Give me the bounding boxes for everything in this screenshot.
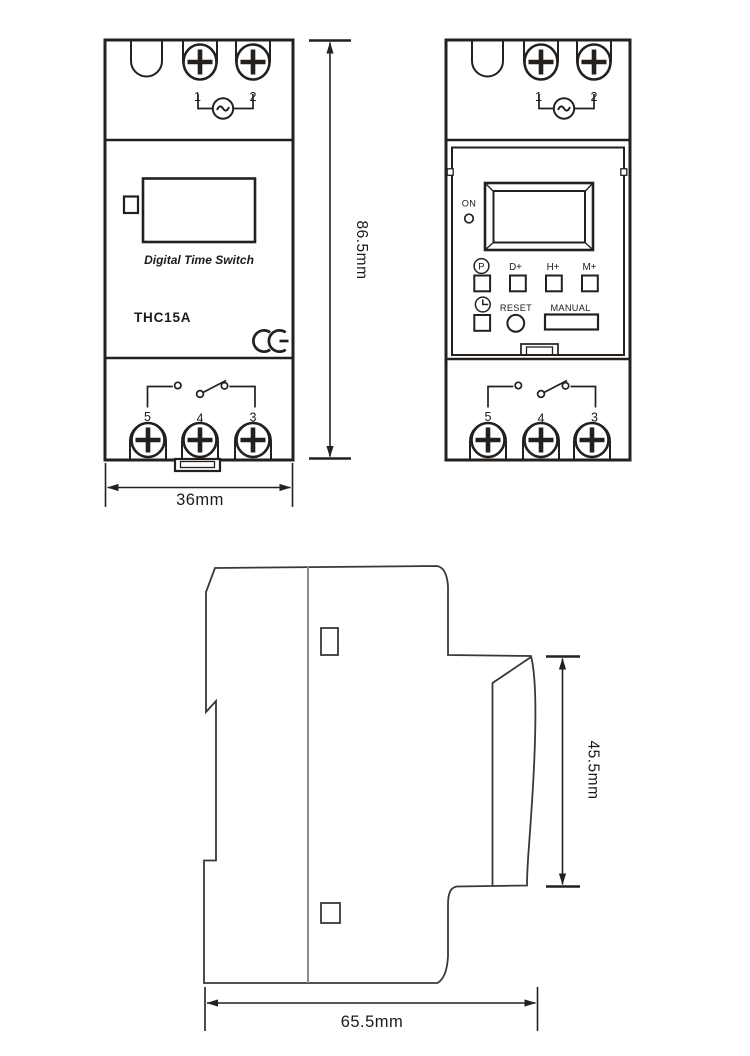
contact-point bbox=[536, 389, 546, 399]
relay-switch-symbol bbox=[146, 379, 256, 408]
arrow-down-icon bbox=[326, 446, 334, 458]
manual-button bbox=[543, 313, 600, 331]
dim-label-front-height: 86.5mm bbox=[353, 221, 370, 280]
day-button bbox=[509, 274, 527, 293]
contact-lead-3 bbox=[570, 385, 597, 408]
screw-cross-icon bbox=[240, 49, 266, 75]
arrow-right-icon bbox=[279, 483, 291, 492]
ac-tilde-icon bbox=[216, 105, 230, 112]
ac-tilde-icon bbox=[557, 105, 571, 112]
dim-label-side-height: 45.5mm bbox=[585, 741, 602, 800]
screw-cross-icon bbox=[528, 427, 554, 453]
front-view-right: 1 2 ON P D+ H+ M+ RESET MANUAL bbox=[444, 38, 632, 462]
arrow-up-icon bbox=[326, 42, 334, 54]
screw-cross-icon bbox=[135, 427, 161, 453]
screw-cross-icon bbox=[475, 427, 501, 453]
hour-button bbox=[545, 274, 563, 293]
lcd-bevel-lines bbox=[485, 183, 593, 250]
dimension-side-depth: 65.5mm bbox=[204, 987, 539, 1031]
clock-button bbox=[473, 314, 492, 332]
vent-slot-upper bbox=[320, 627, 339, 656]
din-clip-notch bbox=[130, 41, 163, 78]
panel-clip-tab-inner bbox=[525, 346, 554, 356]
program-label-circle bbox=[473, 257, 490, 275]
terminal-label-3: 3 bbox=[250, 411, 257, 425]
supply-wire-right bbox=[233, 94, 254, 110]
product-title: Digital Time Switch bbox=[144, 253, 254, 267]
hour-label: H+ bbox=[547, 262, 560, 273]
terminal-label-4: 4 bbox=[197, 412, 204, 426]
dimension-side-height: 45.5mm bbox=[546, 655, 602, 888]
housing-outline bbox=[203, 565, 537, 984]
arrow-down-icon bbox=[558, 873, 567, 885]
clock-icon bbox=[474, 296, 491, 313]
front-view-left: 1 2 Digital Time Switch THC15A 5 4 3 bbox=[103, 38, 295, 473]
reset-label: RESET bbox=[500, 303, 532, 313]
din-clip-detail bbox=[491, 656, 532, 887]
terminal-label-3: 3 bbox=[591, 411, 598, 425]
terminal-label-4: 4 bbox=[538, 412, 545, 426]
program-button bbox=[473, 274, 492, 293]
reset-button bbox=[506, 313, 526, 333]
minute-label: M+ bbox=[583, 262, 597, 273]
on-label: ON bbox=[462, 199, 476, 209]
din-rail-tab bbox=[173, 457, 222, 473]
device-outline bbox=[444, 38, 632, 462]
screw-cross-icon bbox=[579, 427, 605, 453]
terminal-label-5: 5 bbox=[144, 410, 151, 424]
vent-slot-lower bbox=[320, 902, 341, 924]
screw-cross-icon bbox=[187, 427, 213, 453]
model-label: THC15A bbox=[134, 310, 191, 325]
screw-cross-icon bbox=[581, 49, 607, 75]
supply-wire-right bbox=[574, 94, 595, 110]
lcd-screen bbox=[492, 190, 586, 244]
dimension-front-width: 36mm bbox=[104, 463, 294, 509]
arrow-up-icon bbox=[558, 658, 567, 670]
panel-latch-left bbox=[446, 168, 454, 176]
arrow-left-icon bbox=[206, 999, 218, 1007]
contact-point bbox=[220, 381, 229, 390]
indicator-led bbox=[463, 213, 475, 224]
dim-label-front-width: 36mm bbox=[176, 491, 224, 509]
contact-lead-3 bbox=[229, 385, 256, 408]
clock-hands-icon bbox=[482, 299, 489, 306]
arrow-left-icon bbox=[107, 483, 119, 492]
program-label: P bbox=[478, 262, 484, 272]
supply-wire-left bbox=[197, 94, 213, 110]
ce-mark-icon bbox=[252, 329, 289, 353]
din-clip-notch bbox=[471, 41, 504, 78]
contact-point bbox=[561, 381, 570, 390]
manual-label: MANUAL bbox=[550, 303, 590, 313]
screw-cross-icon bbox=[240, 427, 266, 453]
screw-cross-icon bbox=[187, 49, 213, 75]
contact-point bbox=[195, 389, 205, 399]
supply-wire-left bbox=[538, 94, 554, 110]
minute-button bbox=[581, 274, 599, 293]
relay-switch-symbol bbox=[487, 379, 597, 408]
arrow-right-icon bbox=[524, 999, 536, 1007]
panel-latch-right bbox=[620, 168, 628, 176]
cover-side-window bbox=[122, 195, 140, 215]
dimension-front-height: 86.5mm bbox=[309, 39, 370, 460]
terminal-label-5: 5 bbox=[485, 410, 492, 424]
din-rail-tab-inner bbox=[179, 460, 216, 469]
display-cover-window bbox=[141, 177, 257, 244]
ce-letter-c bbox=[252, 329, 271, 353]
screw-cross-icon bbox=[528, 49, 554, 75]
contact-lead-5 bbox=[146, 385, 173, 408]
contact-point bbox=[173, 381, 182, 390]
dim-label-side-depth: 65.5mm bbox=[341, 1013, 404, 1031]
contact-lead-5 bbox=[487, 385, 514, 408]
day-label: D+ bbox=[509, 262, 522, 273]
lcd-bezel-outer bbox=[483, 181, 595, 252]
contact-point bbox=[514, 381, 523, 390]
side-view bbox=[203, 565, 537, 984]
lcd-display bbox=[483, 181, 595, 252]
ce-letter-e bbox=[267, 329, 287, 353]
